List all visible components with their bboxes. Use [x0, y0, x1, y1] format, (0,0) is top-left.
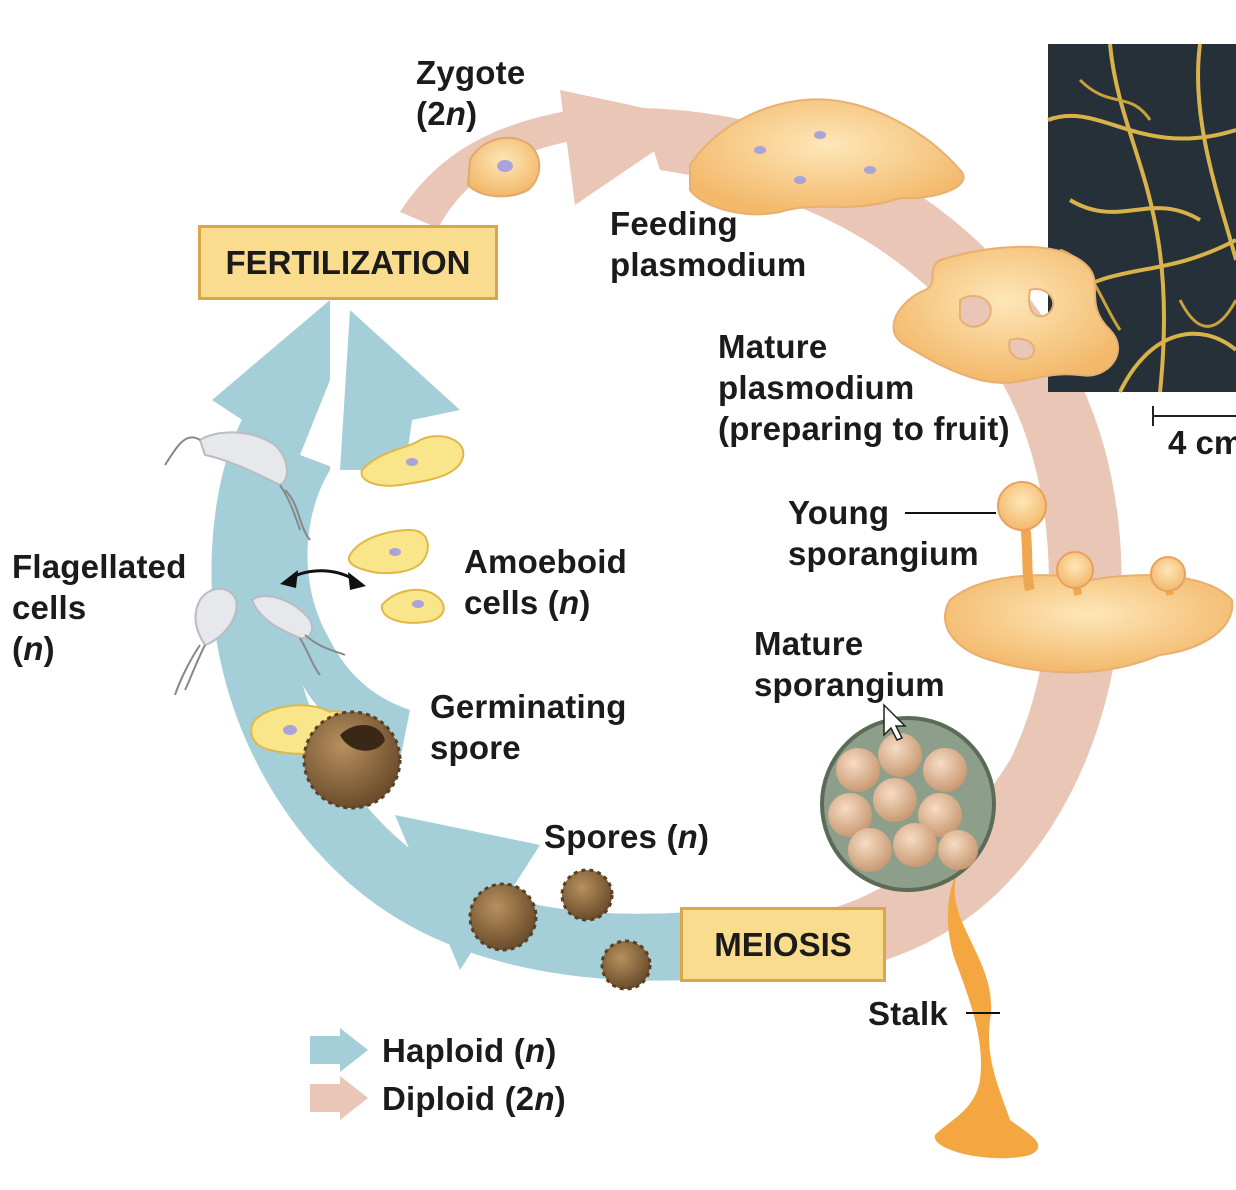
flagellated-cells — [164, 431, 346, 696]
germinating-spore — [250, 704, 402, 810]
germinating-spore-label: Germinating spore — [430, 688, 627, 766]
zygote-label: Zygote (2n) — [416, 54, 526, 132]
legend-haploid-arrow — [310, 1028, 368, 1072]
feeding-plasmodium — [689, 98, 965, 216]
legend-haploid-label: Haploid (n) — [382, 1032, 557, 1069]
mature-sporangium-label: Mature sporangium — [754, 625, 945, 703]
scale-bar — [1152, 406, 1236, 426]
fertilization-label: FERTILIZATION — [225, 243, 471, 281]
spore-3 — [600, 939, 652, 991]
zygote-nucleus — [497, 160, 513, 172]
zygote-ploidy: (2n) — [416, 95, 478, 132]
amoeboid-cells — [347, 435, 465, 624]
young-sporangium-label: Young sporangium — [788, 494, 979, 572]
spore-2 — [560, 868, 614, 922]
double-arrow-icon — [280, 569, 366, 590]
sporangium-stalk — [934, 870, 1039, 1159]
legend-diploid-arrow — [310, 1076, 368, 1120]
mature-sporangium — [820, 716, 996, 892]
mature-plasmodium — [892, 245, 1120, 384]
spore-1 — [468, 882, 538, 952]
meiosis-box: MEIOSIS — [680, 907, 886, 982]
mouse-cursor-icon — [883, 703, 907, 741]
haploid-arrow-path — [211, 300, 691, 981]
feeding-plasmodium-label: Feeding plasmodium — [610, 205, 807, 283]
meiosis-label: MEIOSIS — [714, 925, 852, 963]
spores-label: Spores (n) — [544, 818, 710, 855]
legend-diploid-label: Diploid (2n) — [382, 1080, 566, 1117]
amoeboid-cells-label: Amoeboid cells (n) — [464, 543, 627, 621]
fertilization-box: FERTILIZATION — [198, 225, 498, 300]
mature-plasmodium-label: Mature plasmodium (preparing to fruit) — [718, 328, 1010, 447]
scale-bar-label: 4 cm — [1168, 424, 1236, 461]
stalk-label: Stalk — [868, 995, 948, 1032]
flagellated-cells-label: Flagellated cells (n) — [12, 548, 187, 667]
young-sporangium — [944, 481, 1234, 674]
